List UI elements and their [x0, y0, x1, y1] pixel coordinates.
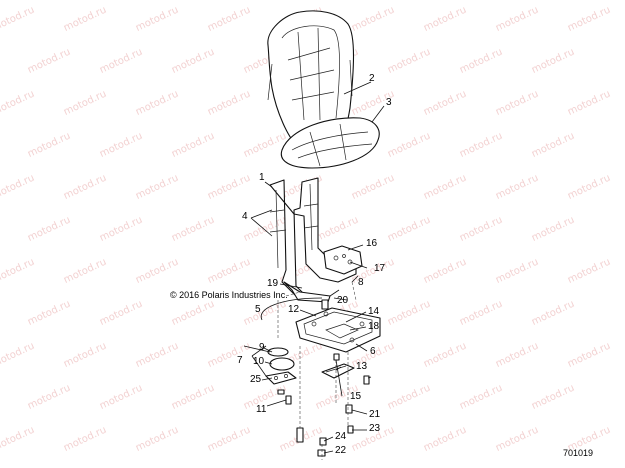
seat-backrest	[267, 10, 355, 149]
callout-16: 16	[366, 238, 378, 249]
callout-23: 23	[369, 423, 381, 434]
seat-cushion	[280, 117, 380, 169]
callout-18: 18	[368, 321, 380, 332]
callout-2: 2	[369, 73, 375, 84]
group-bracket	[260, 297, 323, 321]
callout-21: 21	[369, 409, 381, 420]
callout-4: 4	[242, 211, 248, 222]
callout-10: 10	[253, 356, 265, 367]
callout-24: 24	[335, 431, 347, 442]
callout-12: 12	[288, 304, 300, 315]
callout-9: 9	[259, 342, 265, 353]
callout-20: 20	[337, 295, 349, 306]
callout-14: 14	[368, 306, 380, 317]
leader-lines	[243, 81, 385, 454]
callout-19: 19	[267, 278, 279, 289]
base-plate	[295, 307, 381, 353]
callout-11: 11	[256, 404, 267, 415]
hinge-parts	[265, 347, 297, 385]
callout-15: 15	[350, 391, 362, 402]
drawing-number: 701019	[563, 448, 594, 458]
callout-3: 3	[386, 97, 392, 108]
callout-22: 22	[335, 445, 347, 456]
copyright-notice: © 2016 Polaris Industries Inc.	[170, 290, 288, 300]
seat-frame	[269, 177, 357, 303]
callout-5: 5	[255, 304, 261, 315]
fasteners	[277, 299, 370, 457]
callout-13: 13	[356, 361, 368, 372]
callout-17: 17	[374, 263, 386, 274]
callout-8: 8	[358, 277, 364, 288]
callout-6: 6	[370, 346, 376, 357]
assembly-lines	[277, 281, 357, 460]
callout-25: 25	[250, 374, 262, 385]
callout-1: 1	[259, 172, 265, 183]
callout-7: 7	[237, 355, 243, 366]
